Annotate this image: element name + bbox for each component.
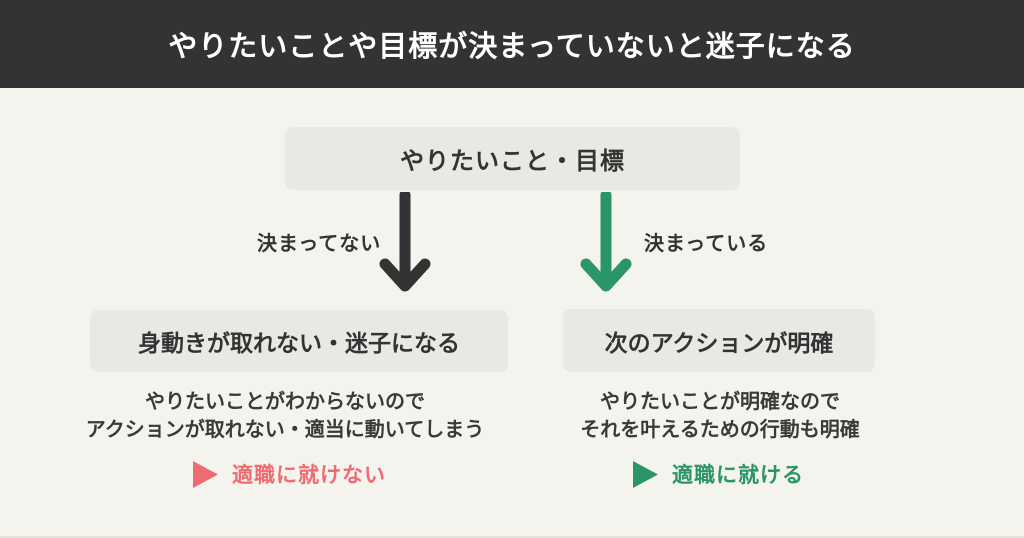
header-bar: やりたいことや目標が決まっていないと迷子になる [0,0,1024,88]
root-box: やりたいこと・目標 [285,127,740,190]
outcome-positive-label: 適職に就ける [672,464,804,487]
description-clear-line2: それを叶えるための行動も明確 [580,419,860,441]
description-stuck-line2: アクションが取れない・適当に動いてしまう [85,419,485,441]
description-clear-line1: やりたいことが明確なので [600,391,840,413]
triangle-right-icon [633,460,658,488]
triangle-right-icon [193,460,218,488]
root-box-label: やりたいこと・目標 [400,148,625,175]
down-arrow-left [379,192,431,292]
result-box-clear: 次のアクションが明確 [563,309,875,372]
page-title: やりたいことや目標が決まっていないと迷子になる [168,31,856,63]
arrow-label-not-decided: 決まってない [257,233,382,255]
result-box-stuck-label: 身動きが取れない・迷子になる [138,330,460,356]
description-stuck: やりたいことがわからないので アクションが取れない・適当に動いてしまう [65,388,505,444]
outcome-negative: 適職に就けない [193,459,386,489]
result-box-clear-label: 次のアクションが明確 [604,329,834,356]
outcome-negative-label: 適職に就けない [232,464,386,487]
outcome-positive: 適職に就ける [633,459,804,489]
result-box-stuck: 身動きが取れない・迷子になる [90,310,508,372]
description-clear: やりたいことが明確なので それを叶えるための行動も明確 [555,388,885,444]
arrow-label-decided: 決まっている [644,233,769,255]
description-stuck-line1: やりたいことがわからないので [145,391,425,413]
down-arrow-right [580,192,632,292]
